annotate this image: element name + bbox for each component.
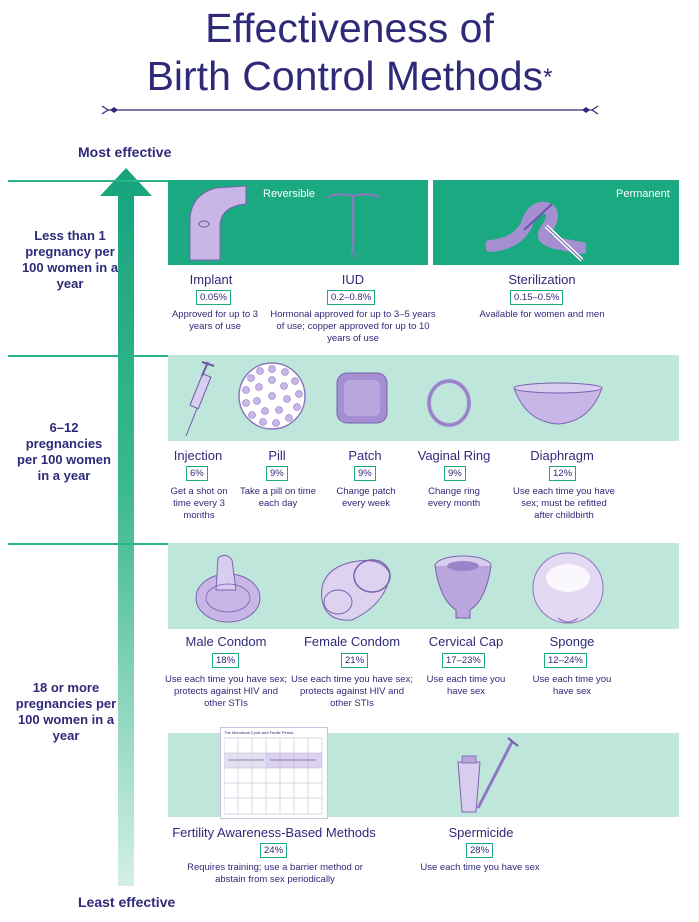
page-title: Effectiveness of Birth Control Methods* (0, 4, 699, 100)
diaphragm-illustration (513, 382, 603, 425)
method-rate-implant: 0.05% (196, 290, 231, 305)
calendar-grid (224, 737, 323, 815)
title-line-1: Effectiveness of (205, 5, 494, 51)
method-desc-vaginal-ring: Change ring every month (427, 486, 481, 509)
method-name-vaginal-ring: Vaginal Ring (417, 448, 491, 463)
method-desc-pill: Take a pill on time each day (239, 486, 317, 509)
decorative-rule (101, 105, 599, 115)
method-rate-vaginal-ring: 9% (444, 466, 466, 481)
method-rate-diaphragm: 12% (549, 466, 577, 481)
method-name-pill: Pill (268, 448, 286, 463)
method-desc-patch: Change patch every week (336, 486, 396, 509)
method-desc-cervical-cap: Use each time you have sex (426, 674, 506, 697)
method-name-diaphragm: Diaphragm (530, 448, 594, 463)
method-desc-male-condom: Use each time you have sex; protects aga… (165, 674, 287, 709)
cervical-cap-illustration (434, 555, 492, 619)
injection-illustration (185, 361, 215, 437)
spermicide-illustration (457, 737, 519, 813)
method-name-patch: Patch (348, 448, 382, 463)
category-separator (8, 355, 170, 357)
category-label-tier-3: 18 or more pregnancies per 100 women in … (15, 680, 117, 743)
category-separator (8, 180, 170, 182)
effectiveness-arrow (100, 168, 152, 886)
method-desc-sponge: Use each time you have sex (532, 674, 612, 697)
method-desc-diaphragm: Use each time you have sex; must be refi… (513, 486, 615, 521)
method-desc-implant: Approved for up to 3 years of use (171, 309, 259, 332)
method-rate-male-condom: 18% (212, 653, 240, 668)
male-condom-illustration (195, 554, 261, 623)
method-name-female-condom: Female Condom (303, 634, 401, 649)
sponge-illustration (532, 552, 604, 624)
least-effective-label: Least effective (78, 894, 176, 910)
method-name-male-condom: Male Condom (185, 634, 267, 649)
method-desc-spermicide: Use each time you have sex (420, 862, 540, 873)
method-name-implant: Implant (189, 272, 233, 287)
method-name-spermicide: Spermicide (448, 825, 514, 840)
method-name-injection: Injection (173, 448, 223, 463)
vaginal-ring-illustration (427, 379, 471, 427)
method-rate-sterilization: 0.15–0.5% (510, 290, 564, 305)
method-name-sterilization: Sterilization (508, 272, 576, 287)
method-rate-spermicide: 28% (466, 843, 494, 858)
permanent-tag: Permanent (616, 188, 670, 200)
method-desc-injection: Get a shot on time every 3 months (170, 486, 228, 521)
method-name-cervical-cap: Cervical Cap (428, 634, 504, 649)
iud-illustration (326, 193, 380, 259)
female-condom-illustration (321, 559, 391, 621)
cycle-calendar: The Menstrual Cycle and Fertile Period (220, 727, 328, 819)
method-rate-fabm: 24% (260, 843, 288, 858)
method-name-fabm: Fertility Awareness-Based Methods (172, 825, 376, 840)
method-rate-pill: 9% (266, 466, 288, 481)
method-desc-sterilization: Available for women and men (479, 309, 605, 320)
method-rate-injection: 6% (186, 466, 208, 481)
method-desc-female-condom: Use each time you have sex; protects aga… (291, 674, 413, 709)
method-rate-cervical-cap: 17–23% (442, 653, 485, 668)
title-line-2: Birth Control Methods* (146, 53, 553, 99)
category-separator (8, 543, 170, 545)
category-label-tier-2: 6–12 pregnancies per 100 women in a year (17, 420, 111, 483)
method-name-iud: IUD (341, 272, 365, 287)
method-rate-iud: 0.2–0.8% (327, 290, 376, 305)
reversible-tag: Reversible (263, 188, 315, 200)
method-name-sponge: Sponge (549, 634, 595, 649)
asterisk-mark: * (543, 64, 553, 91)
method-rate-female-condom: 21% (341, 653, 369, 668)
category-label-tier-1: Less than 1 pregnancy per 100 women in a… (21, 228, 119, 291)
method-desc-fabm: Requires training; use a barrier method … (187, 862, 363, 885)
calendar-heading: The Menstrual Cycle and Fertile Period (224, 730, 294, 735)
method-desc-iud: Hormonal approved for up to 3–5 years of… (270, 309, 436, 344)
method-rate-sponge: 12–24% (544, 653, 587, 668)
patch-illustration (336, 372, 388, 424)
sterilization-illustration (486, 201, 586, 262)
pill-pack-illustration (238, 362, 306, 430)
most-effective-label: Most effective (78, 144, 172, 160)
implant-illustration (189, 185, 247, 261)
method-rate-patch: 9% (354, 466, 376, 481)
